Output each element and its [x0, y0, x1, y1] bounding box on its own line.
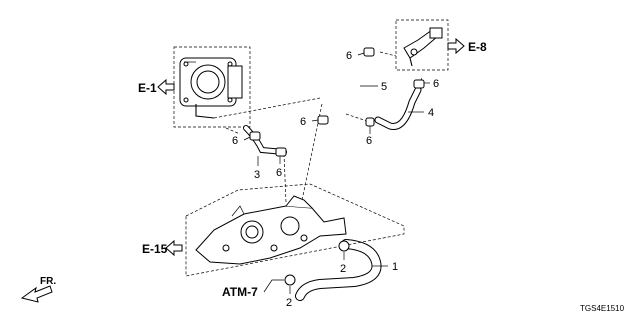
callout-6-lower: 6 [276, 167, 282, 179]
callout-2-upper: 2 [340, 263, 346, 275]
callout-5: 5 [381, 81, 387, 93]
atm7-leader [263, 279, 284, 293]
clamp-2-lower[interactable] [284, 274, 296, 286]
clamp-6-left[interactable] [249, 131, 261, 141]
callout-6-small: 6 [366, 135, 372, 147]
guide-line-b [299, 103, 323, 211]
clamp-6-small[interactable] [365, 117, 375, 127]
guide-line-g [225, 127, 241, 135]
callout-6-top: 6 [346, 50, 352, 62]
ref-e8-label: E-8 [468, 40, 487, 54]
guide-line-e [379, 51, 397, 57]
ref-e8-arrow-icon [447, 37, 465, 55]
front-label: FR. [40, 276, 56, 287]
callout-6-right: 6 [433, 78, 439, 90]
callout-6-mid: 6 [300, 116, 306, 128]
guide-line-a [213, 97, 321, 119]
ref-e1-arrow-icon [157, 78, 175, 96]
clamp-6-top[interactable] [363, 47, 375, 57]
leader-6-mid [311, 119, 319, 122]
throttle-body[interactable] [179, 57, 243, 119]
hose-connector-fitting[interactable] [403, 27, 443, 67]
diagram-code: TGS4E1510 [580, 304, 625, 313]
leader-6-left [243, 136, 251, 141]
clamp-2-upper[interactable] [338, 240, 350, 252]
callout-1: 1 [392, 261, 398, 273]
clamp-6-right[interactable] [413, 79, 425, 89]
clamp-6-lower[interactable] [275, 147, 287, 157]
ref-e1-label: E-1 [138, 81, 157, 95]
guide-line-c [283, 153, 287, 203]
ref-atm7-label: ATM-7 [222, 285, 258, 299]
callout-4: 4 [428, 107, 434, 119]
front-arrow-icon [20, 285, 53, 303]
ref-e15-arrow-icon [165, 239, 183, 257]
water-passage-housing[interactable] [195, 195, 347, 265]
callout-2-lower: 2 [286, 297, 292, 309]
ref-e15-label: E-15 [142, 242, 168, 256]
leader-6-top [357, 52, 365, 56]
callout-3: 3 [254, 169, 260, 181]
clamp-6-mid[interactable] [317, 115, 329, 125]
callout-6-left: 6 [232, 135, 238, 147]
